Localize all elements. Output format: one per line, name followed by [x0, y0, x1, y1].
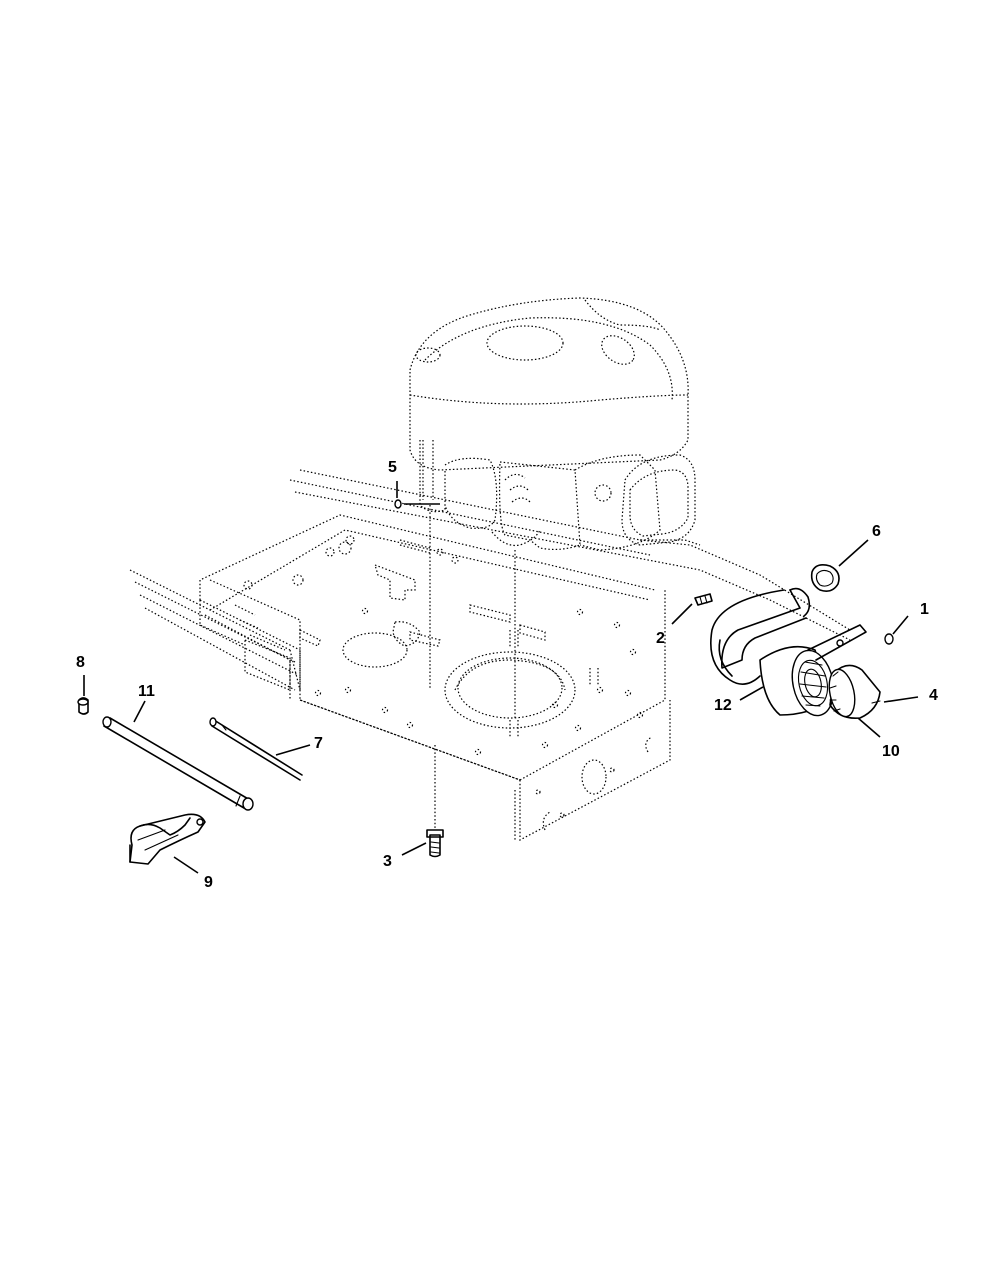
axle-tube	[102, 716, 254, 811]
callout-5: 5	[388, 459, 397, 476]
frame	[129, 469, 851, 841]
rod	[209, 717, 303, 781]
callout-3: 3	[383, 853, 392, 870]
hardware	[77, 499, 894, 858]
gasket	[810, 564, 840, 592]
callout-10: 10	[882, 743, 900, 760]
callout-9: 9	[204, 874, 213, 891]
callout-1: 1	[920, 601, 929, 618]
callout-12: 12	[714, 697, 732, 714]
callout-6: 6	[872, 523, 881, 540]
callout-11: 11	[138, 683, 155, 700]
muffler-assembly	[710, 587, 881, 720]
leader-lines	[83, 481, 919, 874]
callout-2: 2	[656, 630, 665, 647]
callout-4: 4	[929, 687, 938, 704]
callout-labels: 1 2 3 4 5 6 7 8 9 10 11 12	[76, 459, 938, 891]
callout-8: 8	[76, 654, 85, 671]
bracket	[129, 813, 206, 865]
callout-7: 7	[314, 735, 323, 752]
engine	[409, 297, 696, 830]
